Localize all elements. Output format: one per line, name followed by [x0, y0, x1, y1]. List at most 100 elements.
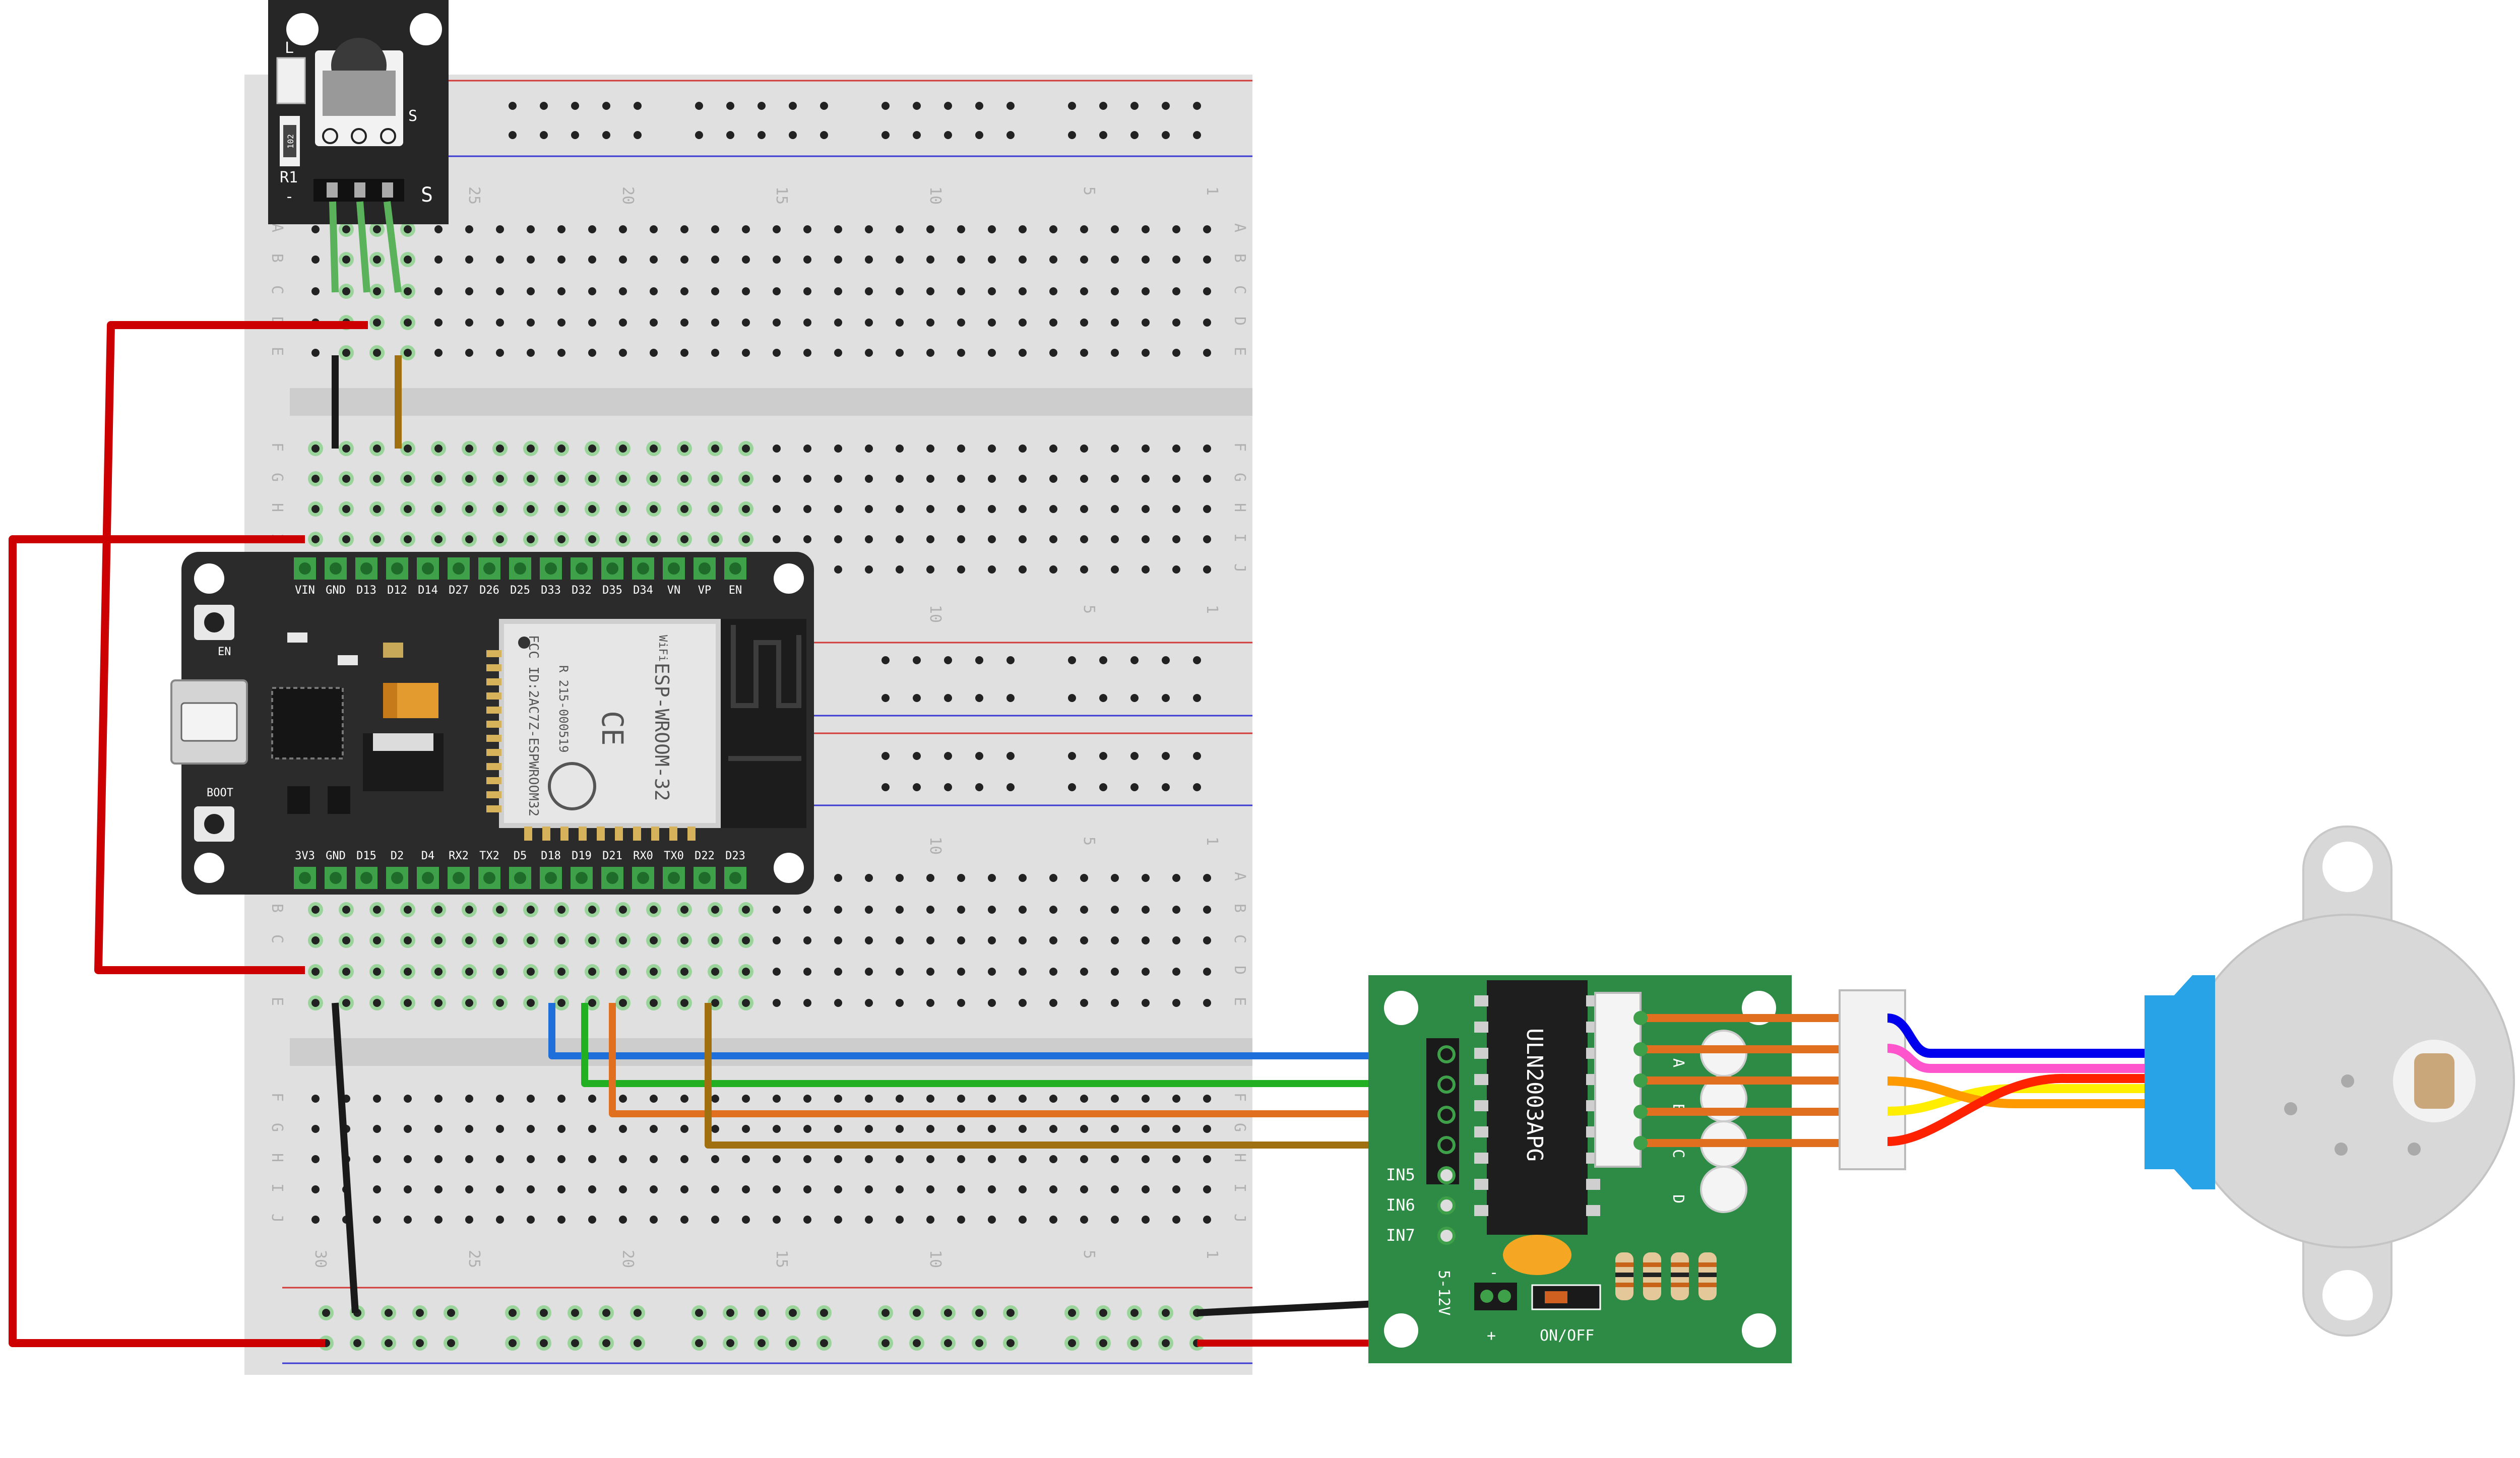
breadboard-hole [1019, 1125, 1027, 1133]
row-letter: B [268, 253, 286, 263]
breadboard-hole [1162, 656, 1170, 664]
breadboard-hole [1049, 1125, 1057, 1133]
breadboard-hole [803, 999, 811, 1007]
uln-input-pin-in3[interactable] [1437, 1106, 1456, 1124]
breadboard-hole [975, 1339, 983, 1347]
uln-input-pin-in1[interactable] [1437, 1045, 1456, 1063]
breadboard-hole [1142, 968, 1150, 976]
breadboard-hole [896, 874, 904, 882]
breadboard-hole [557, 968, 565, 976]
breadboard-hole [773, 349, 781, 357]
breadboard-hole [650, 1095, 658, 1103]
breadboard-hole [1111, 319, 1119, 327]
uln-input-pin-in7[interactable] [1437, 1227, 1456, 1245]
breadboard-hole [1068, 752, 1076, 760]
uln-resistors [1615, 1252, 1717, 1300]
esp32-top-pin-hole [330, 562, 342, 575]
breadboard-hole [1193, 102, 1201, 110]
breadboard-hole [1019, 445, 1027, 453]
breadboard-hole [1099, 694, 1107, 702]
breadboard-hole [1111, 1216, 1119, 1224]
breadboard-hole [865, 999, 873, 1007]
breadboard-hole [311, 287, 320, 295]
breadboard-hole [650, 1185, 658, 1193]
breadboard-hole [619, 535, 627, 543]
breadboard-hole [926, 1155, 934, 1163]
breadboard-hole [1049, 475, 1057, 483]
breadboard-hole [571, 102, 579, 110]
breadboard-hole [311, 1185, 320, 1193]
breadboard-hole [588, 1185, 596, 1193]
breadboard-hole [988, 256, 996, 264]
breadboard-hole [834, 999, 842, 1007]
breadboard-hole [1111, 1125, 1119, 1133]
breadboard-hole [588, 999, 596, 1007]
uln-input-pin-in6[interactable] [1437, 1196, 1456, 1215]
breadboard-hole [1049, 1095, 1057, 1103]
column-number: 15 [773, 1250, 790, 1268]
breadboard-hole [1049, 287, 1057, 295]
breadboard-hole [404, 999, 412, 1007]
breadboard-hole [957, 505, 965, 513]
esp32-top-pin-hole [453, 562, 465, 575]
breadboard-hole [1172, 874, 1180, 882]
breadboard-hole [1130, 694, 1139, 702]
breadboard-hole [1049, 225, 1057, 233]
breadboard-hole [650, 445, 658, 453]
breadboard-hole [434, 999, 443, 1007]
breadboard-hole [957, 906, 965, 914]
uln-input-pin-in5[interactable] [1437, 1166, 1456, 1184]
breadboard-hole [926, 319, 934, 327]
en-button-cap [204, 612, 224, 632]
row-letter: J [268, 1214, 286, 1223]
breadboard-hole [789, 102, 797, 110]
breadboard-hole [1203, 565, 1211, 574]
breadboard-hole [680, 505, 688, 513]
motor-rivet-1 [2341, 1074, 2354, 1088]
breadboard-hole [1080, 968, 1088, 976]
breadboard-hole [1203, 906, 1211, 914]
esp32-top-pin-label-d34: D34 [633, 584, 653, 597]
esp32-top-pin-label-gnd: GND [326, 584, 346, 597]
esp32-bottom-pin-hole [330, 872, 342, 884]
row-letter: H [1231, 1153, 1248, 1162]
esp32-top-pin-label-d13: D13 [356, 584, 376, 597]
breadboard-hole [1080, 1095, 1088, 1103]
breadboard-hole [896, 287, 904, 295]
breadboard-hole [588, 349, 596, 357]
esp32-top-pin-label-d25: D25 [510, 584, 530, 597]
breadboard-hole [619, 1216, 627, 1224]
breadboard-hole [988, 906, 996, 914]
breadboard-hole [695, 102, 703, 110]
wroom-wifi-label: WiFi [656, 635, 669, 662]
wroom-pad-left [486, 735, 501, 742]
breadboard-hole [1130, 783, 1139, 791]
breadboard-hole [1019, 968, 1027, 976]
esp32-top-pin-hole [422, 562, 434, 575]
uln-input-pin-in4[interactable] [1437, 1136, 1456, 1154]
breadboard-hole [1049, 565, 1057, 574]
breadboard-hole [742, 968, 750, 976]
breadboard-hole [527, 349, 535, 357]
breadboard-hole [434, 319, 443, 327]
breadboard-hole [373, 505, 381, 513]
breadboard-hole [1142, 936, 1150, 944]
esp32-top-pin-label-d33: D33 [541, 584, 561, 597]
ir-resistor-core [283, 125, 296, 157]
breadboard-hole [588, 968, 596, 976]
breadboard-hole [926, 1125, 934, 1133]
breadboard-hole [1006, 656, 1015, 664]
breadboard-hole [342, 445, 350, 453]
breadboard-hole [680, 1185, 688, 1193]
breadboard-hole [975, 752, 983, 760]
resistor-band [1698, 1273, 1717, 1277]
breadboard-hole [1111, 287, 1119, 295]
breadboard-hole [975, 102, 983, 110]
breadboard-hole [1068, 656, 1076, 664]
uln-input-pin-in2[interactable] [1437, 1075, 1456, 1094]
uln-hole-bl [1384, 1313, 1418, 1348]
breadboard-hole [913, 752, 921, 760]
wire-brown-in4 [705, 1003, 1449, 1149]
breadboard-hole [1193, 752, 1201, 760]
esp32-bottom-pin-hole [699, 872, 711, 884]
